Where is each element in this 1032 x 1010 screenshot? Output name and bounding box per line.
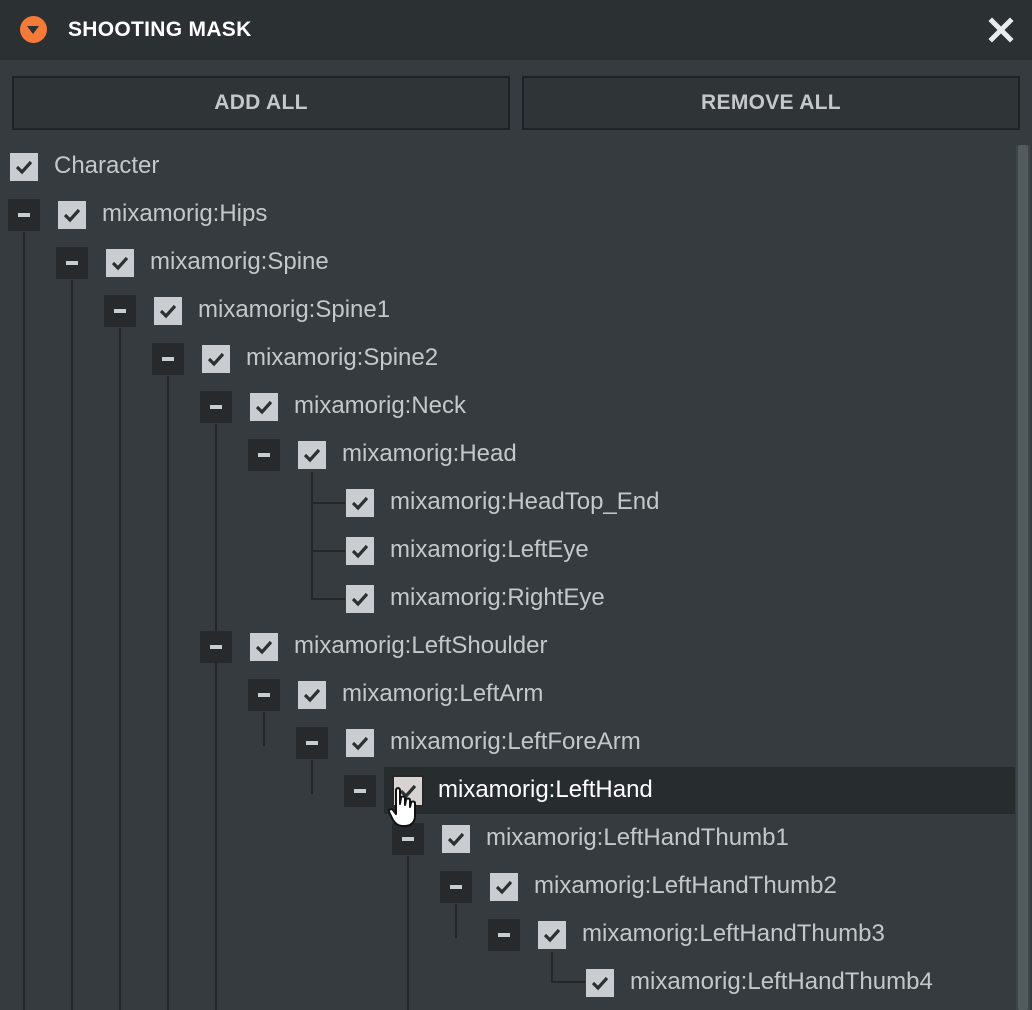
- add-all-button[interactable]: ADD ALL: [12, 76, 510, 130]
- tree-connector: [311, 550, 345, 552]
- tree-item-label: mixamorig:LeftHandThumb4: [630, 968, 933, 995]
- tree-connector: [455, 904, 457, 938]
- checkmark-icon: [351, 736, 369, 751]
- minus-icon[interactable]: [392, 823, 424, 855]
- tree-checkbox[interactable]: [298, 681, 326, 709]
- checkmark-icon: [159, 304, 177, 319]
- checkmark-icon: [255, 640, 273, 655]
- tree-item-label: mixamorig:LeftHand: [438, 776, 653, 803]
- tree-checkbox[interactable]: [250, 633, 278, 661]
- minus-icon[interactable]: [248, 679, 280, 711]
- minus-icon[interactable]: [344, 775, 376, 807]
- tree-checkbox[interactable]: [58, 201, 86, 229]
- collapse-arrow-icon[interactable]: [20, 16, 47, 43]
- checkmark-icon: [351, 592, 369, 607]
- tree-item-label: mixamorig:LeftHandThumb3: [582, 920, 885, 947]
- tree-item-label: mixamorig:LeftShoulder: [294, 632, 548, 659]
- tree-item-label: mixamorig:RightEye: [390, 584, 605, 611]
- tree-connector: [551, 952, 553, 982]
- checkmark-icon: [63, 208, 81, 223]
- tree-connector: [407, 856, 409, 1010]
- checkmark-icon: [207, 352, 225, 367]
- minus-icon[interactable]: [8, 199, 40, 231]
- tree-item-label: mixamorig:LeftHandThumb2: [534, 872, 837, 899]
- checkmark-icon: [351, 544, 369, 559]
- tree-item-label: mixamorig:LeftHandThumb1: [486, 824, 789, 851]
- tree-checkbox[interactable]: [250, 393, 278, 421]
- scrollbar-thumb[interactable]: [1018, 145, 1028, 1010]
- tree-item-label: mixamorig:Hips: [102, 200, 268, 227]
- tree-checkbox[interactable]: [586, 969, 614, 997]
- close-icon[interactable]: [986, 15, 1016, 45]
- window-title: SHOOTING MASK: [68, 18, 252, 41]
- tree-connector: [311, 598, 345, 600]
- tree-checkbox[interactable]: [10, 153, 38, 181]
- tree-item-label: mixamorig:Neck: [294, 392, 467, 419]
- checkmark-icon: [543, 928, 561, 943]
- checkmark-icon: [303, 688, 321, 703]
- checkmark-icon: [303, 448, 321, 463]
- minus-icon[interactable]: [152, 343, 184, 375]
- checkmark-icon: [591, 976, 609, 991]
- tree-connector: [119, 328, 121, 1010]
- tree-checkbox[interactable]: [106, 249, 134, 277]
- tree-connector: [23, 232, 25, 1010]
- tree-checkbox[interactable]: [346, 729, 374, 757]
- minus-icon[interactable]: [56, 247, 88, 279]
- tree-checkbox[interactable]: [442, 825, 470, 853]
- tree-connector: [311, 760, 313, 794]
- tree-checkbox[interactable]: [346, 585, 374, 613]
- tree-connector: [551, 981, 585, 983]
- minus-icon[interactable]: [200, 391, 232, 423]
- checkmark-icon: [15, 160, 33, 175]
- checkmark-icon: [399, 784, 417, 799]
- tree-item-label: mixamorig:Spine: [150, 248, 329, 275]
- tree-item-label: mixamorig:Spine2: [246, 344, 439, 371]
- tree-connector: [311, 502, 345, 504]
- tree-item-label: mixamorig:Head: [342, 440, 517, 467]
- minus-icon[interactable]: [248, 439, 280, 471]
- tree-connector: [167, 376, 169, 1010]
- tree-item-label: mixamorig:LeftForeArm: [390, 728, 641, 755]
- hand-pointer-icon: [388, 787, 416, 827]
- tree-item-label: mixamorig:Spine1: [198, 296, 391, 323]
- minus-icon[interactable]: [104, 295, 136, 327]
- minus-icon[interactable]: [200, 631, 232, 663]
- title-bar: SHOOTING MASK: [0, 0, 1032, 60]
- selected-row-highlight: [384, 767, 1015, 814]
- tree-checkbox[interactable]: [346, 489, 374, 517]
- checkmark-icon: [447, 832, 465, 847]
- tree-connector: [263, 712, 265, 746]
- vertical-scrollbar[interactable]: [1016, 145, 1030, 1010]
- tree-checkbox[interactable]: [202, 345, 230, 373]
- tree-item-label: mixamorig:LeftArm: [342, 680, 544, 707]
- tree-checkbox[interactable]: [298, 441, 326, 469]
- tree-connector: [311, 472, 313, 600]
- checkmark-icon: [255, 400, 273, 415]
- tree-checkbox[interactable]: [490, 873, 518, 901]
- minus-icon[interactable]: [440, 871, 472, 903]
- tree-item-label: Character: [54, 152, 160, 179]
- checkmark-icon: [351, 496, 369, 511]
- tree-item-label: mixamorig:LeftEye: [390, 536, 589, 563]
- tree-connector: [71, 280, 73, 1010]
- tree-checkbox[interactable]: [154, 297, 182, 325]
- tree-item-label: mixamorig:HeadTop_End: [390, 488, 660, 515]
- minus-icon[interactable]: [296, 727, 328, 759]
- minus-icon[interactable]: [488, 919, 520, 951]
- remove-all-button[interactable]: REMOVE ALL: [522, 76, 1020, 130]
- checkmark-icon: [111, 256, 129, 271]
- tree-checkbox[interactable]: [538, 921, 566, 949]
- checkmark-icon: [495, 880, 513, 895]
- tree-checkbox[interactable]: [346, 537, 374, 565]
- tree-connector: [215, 424, 217, 1010]
